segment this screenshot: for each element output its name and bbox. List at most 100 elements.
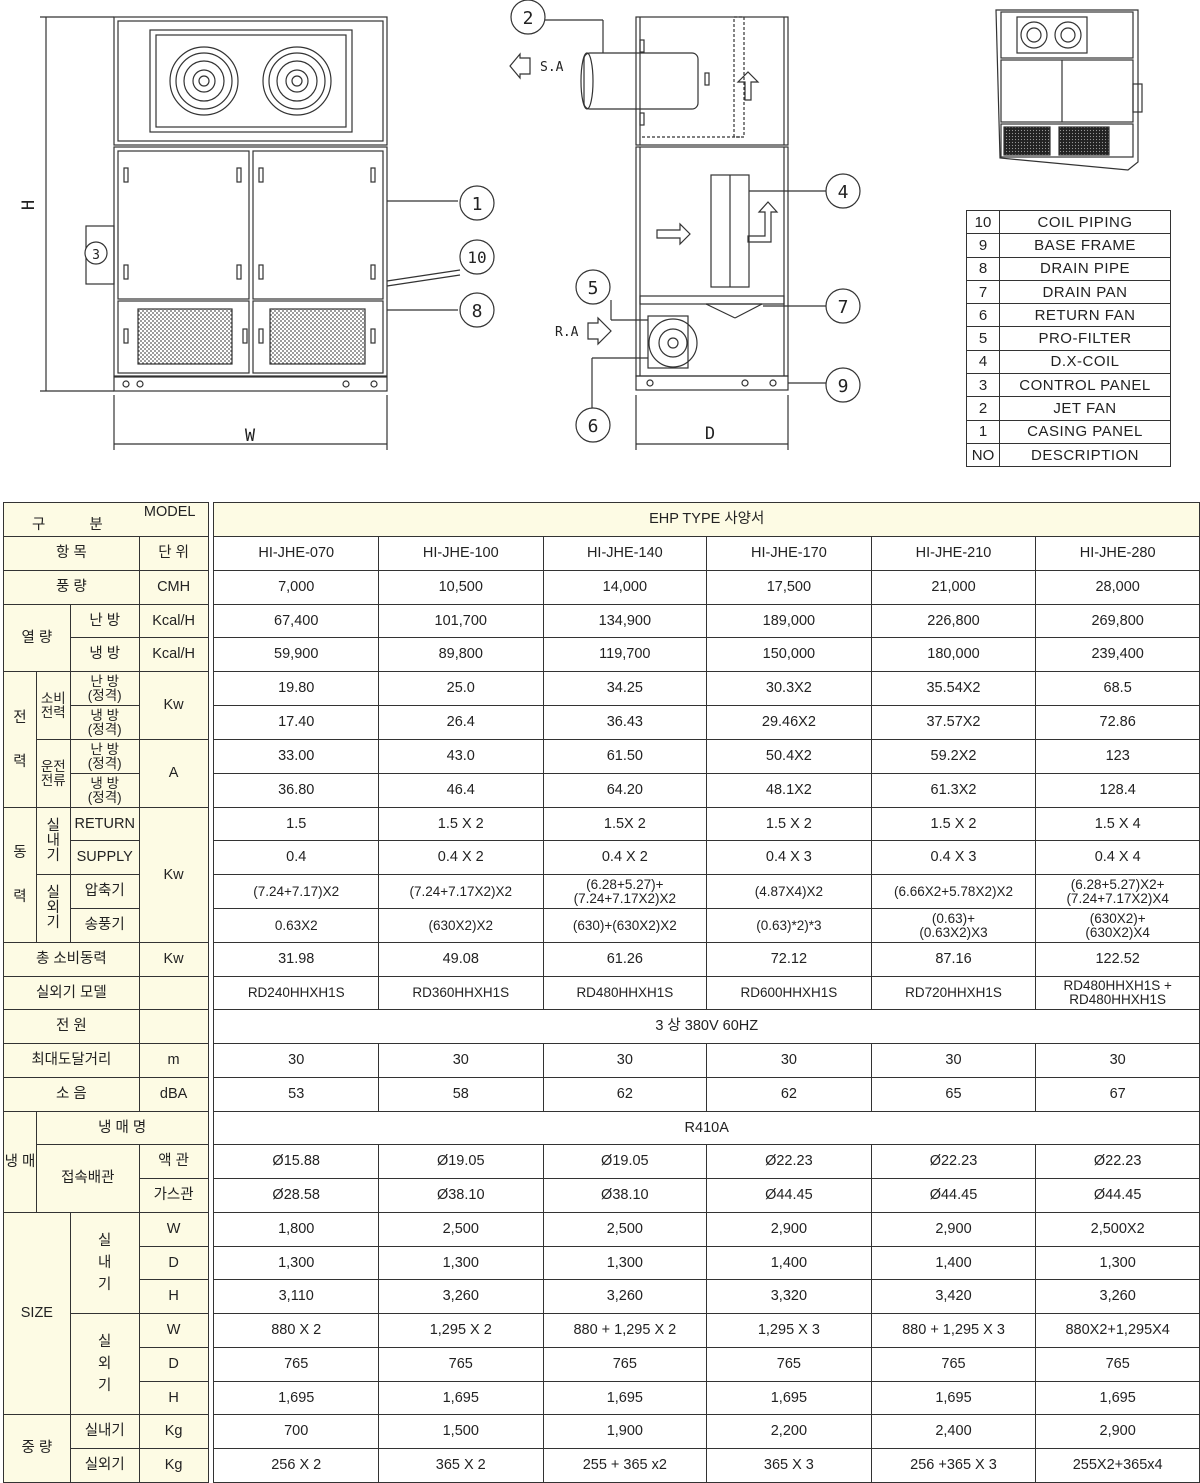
spec-value-cell: 180,000 — [870, 637, 1037, 672]
spec-value-cell: 0.63X2 — [213, 908, 379, 943]
spec-value-cell: 1.5X 2 — [542, 807, 708, 841]
spec-value-cell: 64.20 — [542, 773, 708, 808]
spec-value-cell: (4.87X4)X2 — [706, 874, 872, 909]
spec-value-cell: 30 — [1035, 1043, 1200, 1078]
spec-value-cell: 3,260 — [1035, 1279, 1200, 1314]
spec-value-cell: Ø22.23 — [706, 1144, 872, 1179]
spec-value-cell: 1,500 — [377, 1414, 544, 1449]
spec-value-cell: 365 X 3 — [706, 1448, 872, 1483]
spec-title: EHP TYPE 사양서 — [213, 502, 1200, 537]
corner-category-label: 구 분 — [32, 517, 123, 533]
description-text: D.X-COIL — [999, 349, 1171, 375]
spec-value-cell: 226,800 — [870, 604, 1037, 638]
spec-table: MODEL 구 분 EHP TYPE 사양서 항 목 단 위 HI-JHE-07… — [3, 502, 1200, 1483]
spec-value-cell: RD240HHXH1S — [213, 976, 379, 1010]
callout-3: 3 — [92, 248, 100, 263]
spec-value-cell: 34.25 — [542, 671, 708, 706]
max-distance-label: 최대도달거리 — [3, 1043, 140, 1078]
description-text: COIL PIPING — [999, 209, 1171, 235]
callout-10-circle — [459, 239, 495, 275]
spec-value-cell: 59.2X2 — [870, 739, 1037, 774]
spec-value-cell: 3,260 — [377, 1279, 544, 1314]
spec-value-cell: 765 — [870, 1347, 1037, 1382]
spec-value-cell: RD480HHXH1S — [542, 976, 708, 1010]
description-no: 6 — [966, 303, 1000, 328]
spec-value-cell: 0.4 X 3 — [706, 840, 872, 875]
spec-value-cell: 2,500 — [542, 1212, 708, 1247]
spec-value-cell: 72.12 — [706, 942, 872, 977]
spec-value-cell: 1,400 — [706, 1246, 872, 1280]
spec-value-cell: 0.4 X 4 — [1035, 840, 1200, 875]
outdoor-model-label: 실외기 모델 — [3, 976, 140, 1010]
heating-label: 난 방 — [69, 604, 140, 638]
callout-6: 6 — [588, 416, 599, 437]
front-view — [40, 16, 461, 450]
description-no: 5 — [966, 326, 1000, 351]
spec-value-cell: 1,695 — [377, 1381, 544, 1415]
model-name: HI-JHE-280 — [1035, 536, 1200, 571]
cooling-unit: Kcal/H — [138, 637, 209, 672]
description-text-header: DESCRIPTION — [999, 442, 1171, 468]
spec-value-cell: 0.4 X 3 — [870, 840, 1037, 875]
spec-value-cell: 36.80 — [213, 773, 379, 808]
size-label: SIZE — [3, 1212, 71, 1415]
dimension-w-label: W — [245, 426, 256, 446]
spec-value-cell: 101,700 — [377, 604, 544, 638]
callout-9: 9 — [838, 376, 849, 397]
spec-value-cell: 31.98 — [213, 942, 379, 977]
size-outdoor-h-label: H — [138, 1381, 209, 1415]
spec-value-cell: 1.5 X 4 — [1035, 807, 1200, 841]
jet-fan-grille-right — [262, 46, 332, 116]
spec-value-cell: 365 X 2 — [377, 1448, 544, 1483]
description-no: 10 — [966, 209, 1000, 235]
spec-value-cell: 134,900 — [542, 604, 708, 638]
callout-4-circle — [825, 173, 861, 209]
callout-7-circle — [825, 288, 861, 324]
description-no-header: NO — [966, 442, 1000, 468]
spec-value-cell: 49.08 — [377, 942, 544, 977]
jet-fan-grille-left — [169, 46, 239, 116]
spec-value-cell: 61.26 — [542, 942, 708, 977]
spec-value-cell: 89,800 — [377, 637, 544, 672]
supply-fan-label: SUPPLY — [69, 840, 140, 875]
spec-value-cell: 0.4 X 2 — [542, 840, 708, 875]
spec-value-cell: Ø44.45 — [1035, 1178, 1200, 1213]
spec-value-cell: 255 + 365 x2 — [542, 1448, 708, 1483]
spec-value-cell: 1.5 X 2 — [377, 807, 544, 841]
noise-unit: dBA — [138, 1077, 209, 1112]
description-text: PRO-FILTER — [999, 326, 1171, 351]
spec-value-cell: 765 — [542, 1347, 708, 1382]
spec-value-cell: 29.46X2 — [706, 705, 872, 740]
spec-value-cell: 37.57X2 — [870, 705, 1037, 740]
cooling-label: 냉 방 — [69, 637, 140, 672]
refrigerant-label: 냉 매 — [3, 1111, 37, 1213]
spec-value-cell: 2,200 — [706, 1414, 872, 1449]
callout-5: 5 — [588, 278, 599, 299]
motive-unit: Kw — [138, 807, 209, 943]
dimension-h-label: H — [19, 200, 39, 210]
size-outdoor-d-label: D — [138, 1347, 209, 1382]
spec-value-cell: 1,800 — [213, 1212, 379, 1247]
spec-value-cell: 1,900 — [542, 1414, 708, 1449]
spec-value-cell: 72.86 — [1035, 705, 1200, 740]
return-fan-label: RETURN — [69, 807, 140, 841]
description-text: RETURN FAN — [999, 303, 1171, 328]
size-outdoor-w-label: W — [138, 1313, 209, 1348]
weight-label: 중 량 — [3, 1414, 71, 1483]
spec-value-cell: (0.63)+(0.63X2)X3 — [870, 908, 1037, 943]
callout-6-circle — [575, 407, 611, 443]
spec-value-cell: 239,400 — [1035, 637, 1200, 672]
current-cooling-label: 냉 방(정격) — [69, 773, 140, 808]
spec-value-cell: 128.4 — [1035, 773, 1200, 808]
spec-value-cell: RD600HHXH1S — [706, 976, 872, 1010]
spec-value-cell: 880 + 1,295 X 3 — [870, 1313, 1037, 1348]
spec-value-cell: 1,695 — [706, 1381, 872, 1415]
spec-value-cell: 67,400 — [213, 604, 379, 638]
louver-left — [137, 308, 233, 365]
refrigerant-name-label: 냉 매 명 — [35, 1111, 209, 1145]
size-indoor-d-label: D — [138, 1246, 209, 1280]
